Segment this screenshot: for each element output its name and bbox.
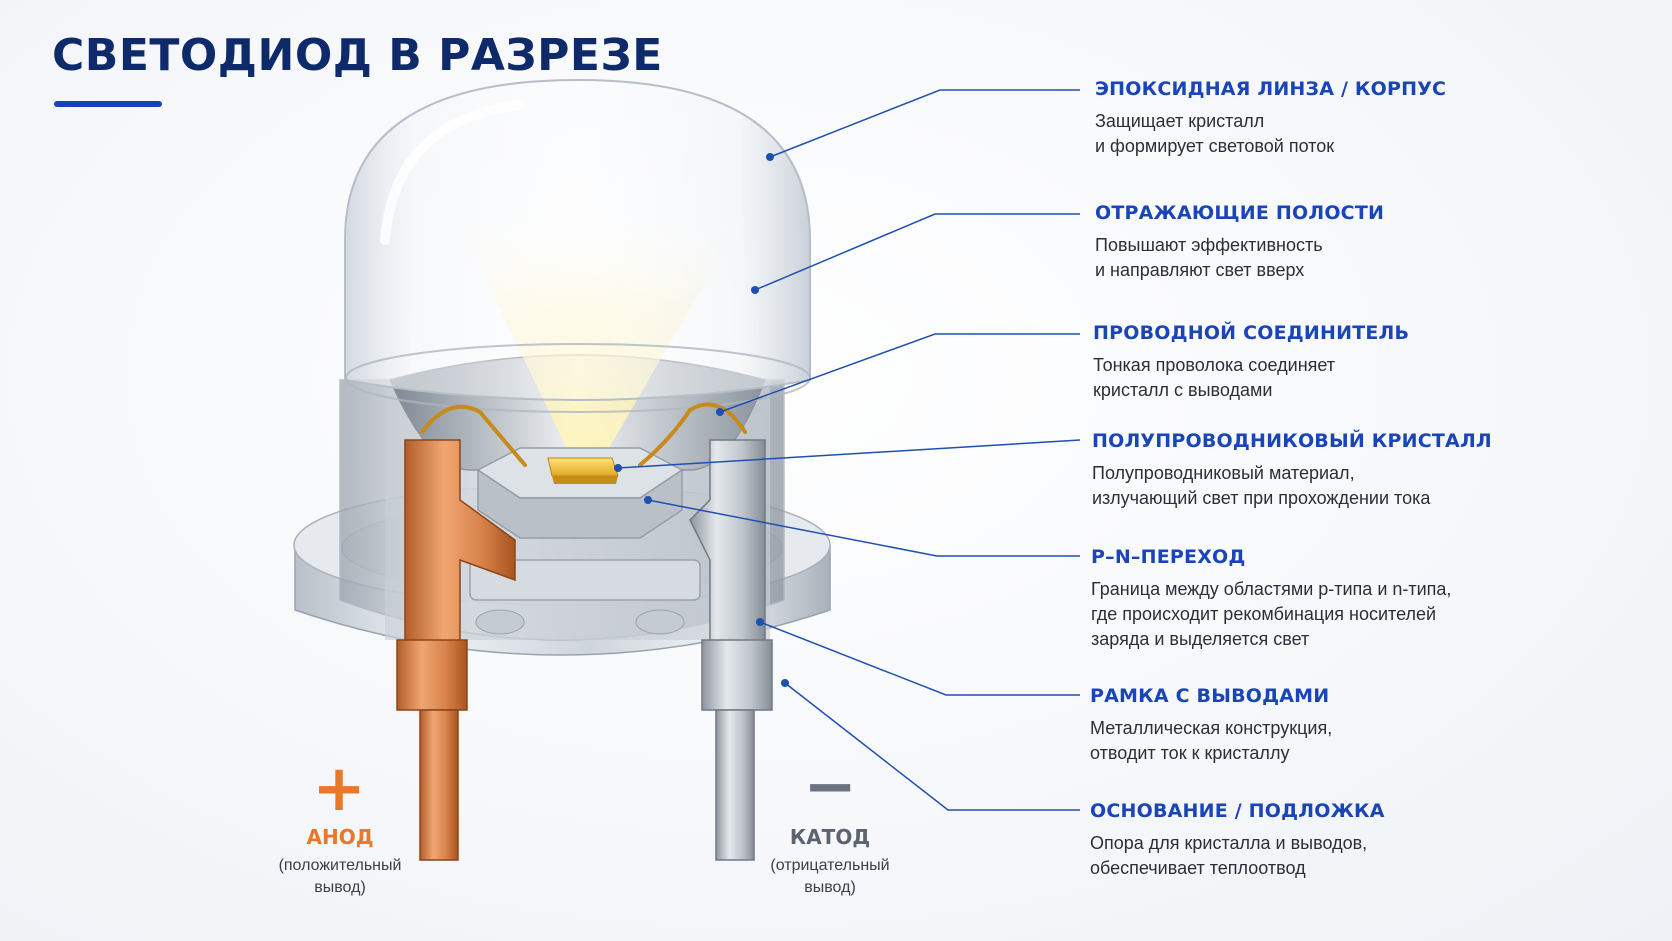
cathode-desc-line: (отрицательный <box>770 857 890 874</box>
leader-dots <box>614 153 789 687</box>
cathode-label: КАТОД <box>789 825 871 849</box>
callout-semiconductor-chip: ПОЛУПРОВОДНИКОВЫЙ КРИСТАЛЛ Полупроводник… <box>1092 430 1532 511</box>
callout-lead-frame: РАМКА С ВЫВОДАМИ Металлическая конструкц… <box>1090 685 1530 766</box>
callout-text: отводит ток к кристаллу <box>1090 743 1290 763</box>
callout-text: Граница между областями p-типа и n-типа, <box>1091 579 1452 599</box>
callout-text: Повышают эффективность <box>1095 235 1323 255</box>
callout-text: где происходит рекомбинация носителей <box>1091 604 1437 624</box>
callout-text: Полупроводниковый материал, <box>1092 463 1355 483</box>
anode-description: (положительный вывод) <box>250 855 430 899</box>
callout-text: кристалл с выводами <box>1093 380 1273 400</box>
callout-text: Опора для кристалла и выводов, <box>1090 833 1368 853</box>
callout-reflective-cavities: ОТРАЖАЮЩИЕ ПОЛОСТИ Повышают эффективност… <box>1095 202 1535 283</box>
callout-text: Защищает кристалл <box>1095 111 1265 131</box>
callout-text: и формирует световой поток <box>1095 136 1335 156</box>
title-underline <box>54 101 162 107</box>
anode-lead-frame <box>396 439 516 861</box>
semiconductor-chip <box>547 457 619 484</box>
cathode-lead-frame <box>689 439 773 861</box>
callout-substrate: ОСНОВАНИЕ / ПОДЛОЖКА Опора для кристалла… <box>1090 800 1530 881</box>
cathode-label-group: КАТОД (отрицательный вывод) <box>740 825 920 899</box>
callout-heading: ПРОВОДНОЙ СОЕДИНИТЕЛЬ <box>1093 322 1410 344</box>
callout-heading: ОСНОВАНИЕ / ПОДЛОЖКА <box>1090 800 1385 822</box>
callout-text: Металлическая конструкция, <box>1090 718 1333 738</box>
epoxy-dome-lens <box>344 78 811 413</box>
cathode-desc-line: вывод) <box>804 879 856 896</box>
cathode-minus-sign: − <box>803 750 857 824</box>
leader-lines <box>617 89 1081 811</box>
callout-heading: РАМКА С ВЫВОДАМИ <box>1090 685 1330 707</box>
callout-text: заряда и выделяется свет <box>1091 629 1310 649</box>
anode-desc-line: вывод) <box>314 879 366 896</box>
callout-text: обеспечивает теплоотвод <box>1090 858 1306 878</box>
callout-bond-wire: ПРОВОДНОЙ СОЕДИНИТЕЛЬ Тонкая проволока с… <box>1093 322 1533 403</box>
callout-text: и направляют свет вверх <box>1095 260 1305 280</box>
anode-desc-line: (положительный <box>278 857 402 874</box>
bond-wires <box>420 402 747 467</box>
callout-text: излучающий свет при прохождении тока <box>1092 488 1431 508</box>
callout-pn-junction: P–N–ПЕРЕХОД Граница между областями p-ти… <box>1091 546 1531 652</box>
anode-plus-sign: + <box>312 752 366 826</box>
page-title: СВЕТОДИОД В РАЗРЕЗЕ <box>52 30 663 81</box>
callout-heading: ОТРАЖАЮЩИЕ ПОЛОСТИ <box>1095 202 1385 224</box>
callout-heading: ЭПОКСИДНАЯ ЛИНЗА / КОРПУС <box>1095 78 1447 100</box>
anode-label-group: АНОД (положительный вывод) <box>250 825 430 899</box>
cathode-description: (отрицательный вывод) <box>740 855 920 899</box>
callout-heading: ПОЛУПРОВОДНИКОВЫЙ КРИСТАЛЛ <box>1092 430 1492 452</box>
callout-heading: P–N–ПЕРЕХОД <box>1091 546 1246 568</box>
callout-text: Тонкая проволока соединяет <box>1093 355 1336 375</box>
anode-label: АНОД <box>306 825 374 849</box>
callout-epoxy-lens: ЭПОКСИДНАЯ ЛИНЗА / КОРПУС Защищает крист… <box>1095 78 1535 159</box>
